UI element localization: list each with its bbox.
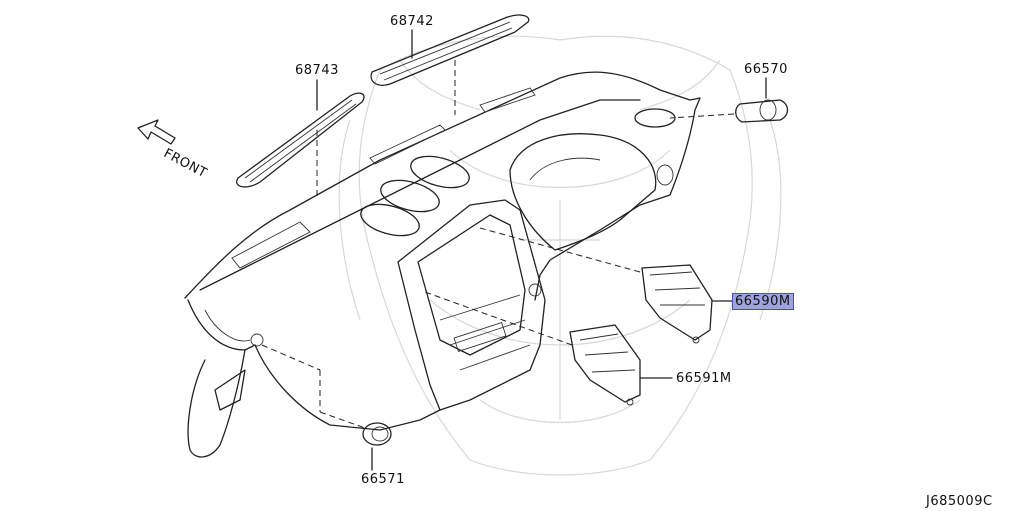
part-label-68743[interactable]: 68743 (295, 63, 339, 78)
part-label-66570[interactable]: 66570 (744, 62, 788, 77)
diagram-code: J685009C (926, 494, 993, 509)
part-68742-grille (370, 14, 530, 86)
part-label-66590M[interactable]: 66590M (732, 293, 794, 310)
part-66570-vent (735, 99, 789, 123)
part-label-66591M[interactable]: 66591M (676, 371, 732, 386)
part-68743-grille (236, 92, 365, 188)
part-label-66571[interactable]: 66571 (361, 472, 405, 487)
instrument-panel (184, 71, 701, 458)
part-66571-vent (362, 422, 392, 446)
part-66590M-vent (641, 264, 713, 344)
leader-lines (261, 29, 767, 471)
part-label-68742[interactable]: 68742 (390, 14, 434, 29)
front-arrow (137, 119, 176, 145)
part-66591M-vent (569, 324, 641, 406)
